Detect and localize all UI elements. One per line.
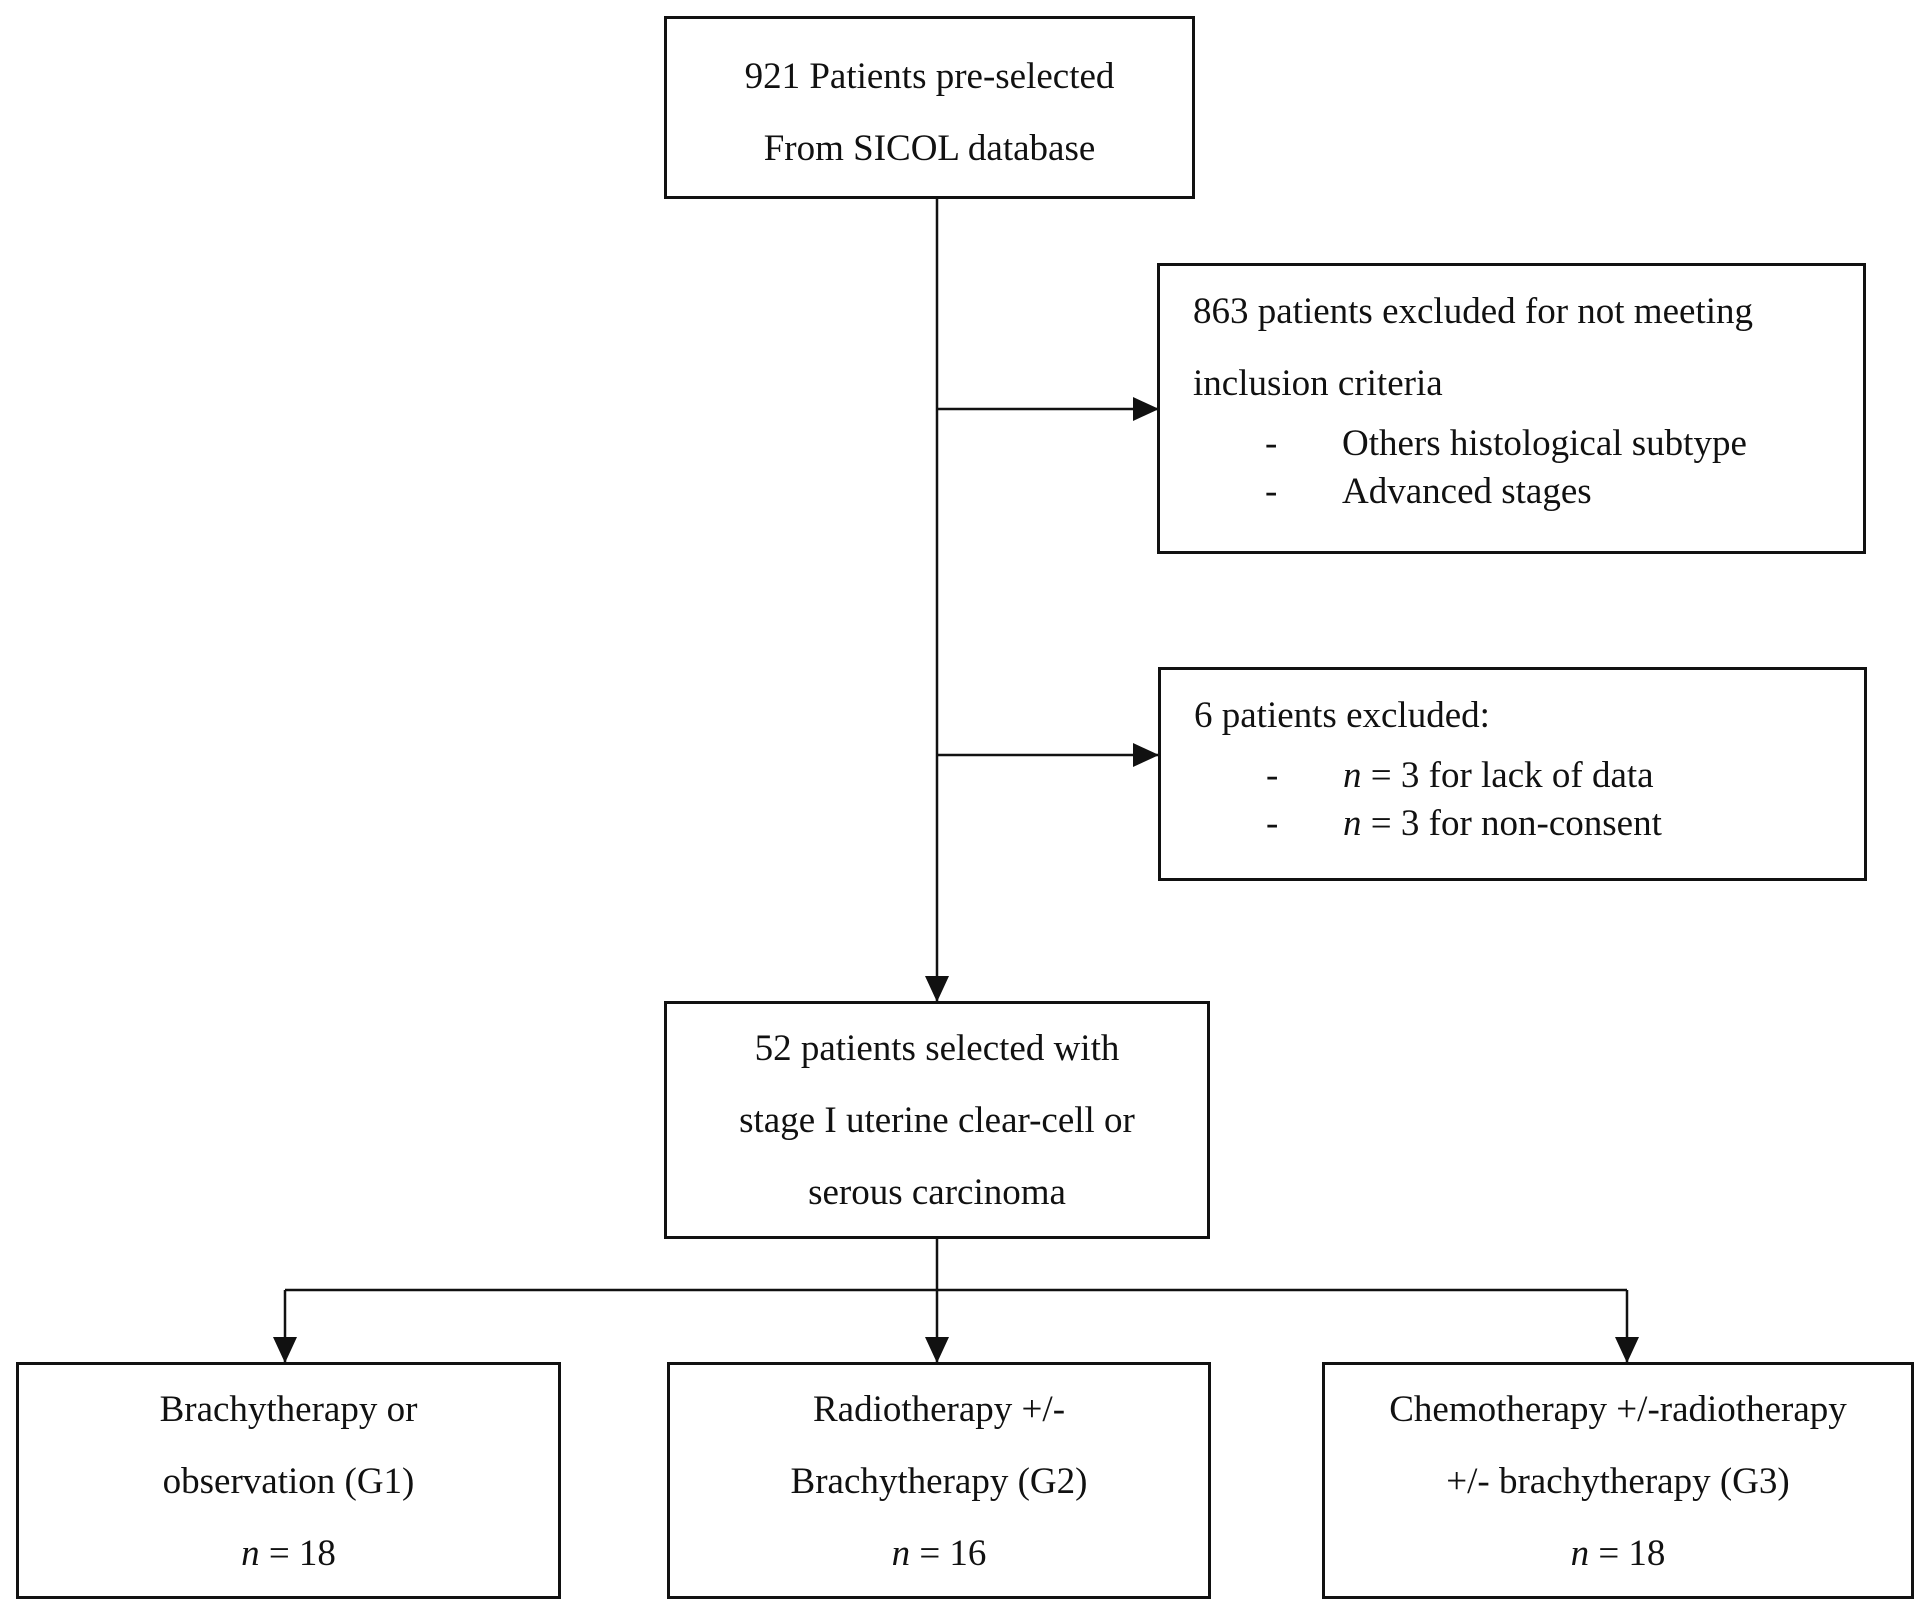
group-count-value: = 18 <box>259 1533 336 1574</box>
n-variable: n <box>1570 1533 1590 1574</box>
group-title-line-2: observation (G1) <box>162 1461 415 1502</box>
bullet-dash: - <box>1266 755 1279 796</box>
bullet-dash: - <box>1265 423 1278 464</box>
group-count-value: = 18 <box>1589 1533 1666 1574</box>
selected-line-2: stage I uterine clear-cell or <box>739 1100 1135 1141</box>
group-title-line-2: +/- brachytherapy (G3) <box>1446 1461 1790 1502</box>
group-g3-box: Chemotherapy +/-radiotherapy +/- brachyt… <box>1322 1362 1914 1599</box>
excluded-other-heading: 6 patients excluded: <box>1194 695 1490 736</box>
bullet-text: n = 3 for lack of data <box>1343 752 1654 800</box>
bullet-count-text: = 3 for non-consent <box>1361 803 1662 844</box>
group-title-line-1: Brachytherapy or <box>159 1389 418 1430</box>
group-title-line-1: Radiotherapy +/- <box>812 1389 1066 1430</box>
selected-line-3: serous carcinoma <box>808 1172 1066 1213</box>
n-variable: n <box>1343 803 1362 844</box>
n-variable: n <box>1343 755 1362 796</box>
group-g1-box: Brachytherapy or observation (G1) n = 18 <box>16 1362 561 1599</box>
n-variable: n <box>241 1533 260 1574</box>
group-g2-box: Radiotherapy +/- Brachytherapy (G2) n = … <box>667 1362 1211 1599</box>
selected-line-1: 52 patients selected with <box>754 1028 1120 1069</box>
bullet-dash: - <box>1265 471 1278 512</box>
preselected-line-2: From SICOL database <box>763 128 1096 169</box>
preselected-line-1: 921 Patients pre-selected <box>744 56 1115 97</box>
excluded-criteria-bullet: - Others histological subtype <box>1193 420 1863 468</box>
group-count: n = 18 <box>19 1518 558 1590</box>
group-count-value: = 16 <box>910 1533 987 1574</box>
excluded-criteria-heading-2: inclusion criteria <box>1193 363 1443 404</box>
excluded-criteria-box: 863 patients excluded for not meeting in… <box>1157 263 1866 554</box>
bullet-dash: - <box>1266 803 1279 844</box>
group-count: n = 18 <box>1325 1518 1911 1590</box>
excluded-other-bullet: - n = 3 for non-consent <box>1194 800 1864 848</box>
group-title-line-2: Brachytherapy (G2) <box>790 1461 1088 1502</box>
group-count: n = 16 <box>670 1518 1208 1590</box>
preselected-box: 921 Patients pre-selected From SICOL dat… <box>664 16 1195 199</box>
excluded-criteria-heading-1: 863 patients excluded for not meeting <box>1193 291 1753 332</box>
excluded-other-bullet: - n = 3 for lack of data <box>1194 752 1864 800</box>
selected-box: 52 patients selected with stage I uterin… <box>664 1001 1210 1239</box>
bullet-text: Advanced stages <box>1342 471 1592 512</box>
bullet-text: Others histological subtype <box>1342 423 1747 464</box>
excluded-criteria-bullet: - Advanced stages <box>1193 468 1863 516</box>
excluded-other-box: 6 patients excluded: - n = 3 for lack of… <box>1158 667 1867 881</box>
group-title-line-1: Chemotherapy +/-radiotherapy <box>1389 1389 1847 1430</box>
bullet-text: n = 3 for non-consent <box>1343 800 1662 848</box>
n-variable: n <box>891 1533 911 1574</box>
bullet-count-text: = 3 for lack of data <box>1361 755 1654 796</box>
